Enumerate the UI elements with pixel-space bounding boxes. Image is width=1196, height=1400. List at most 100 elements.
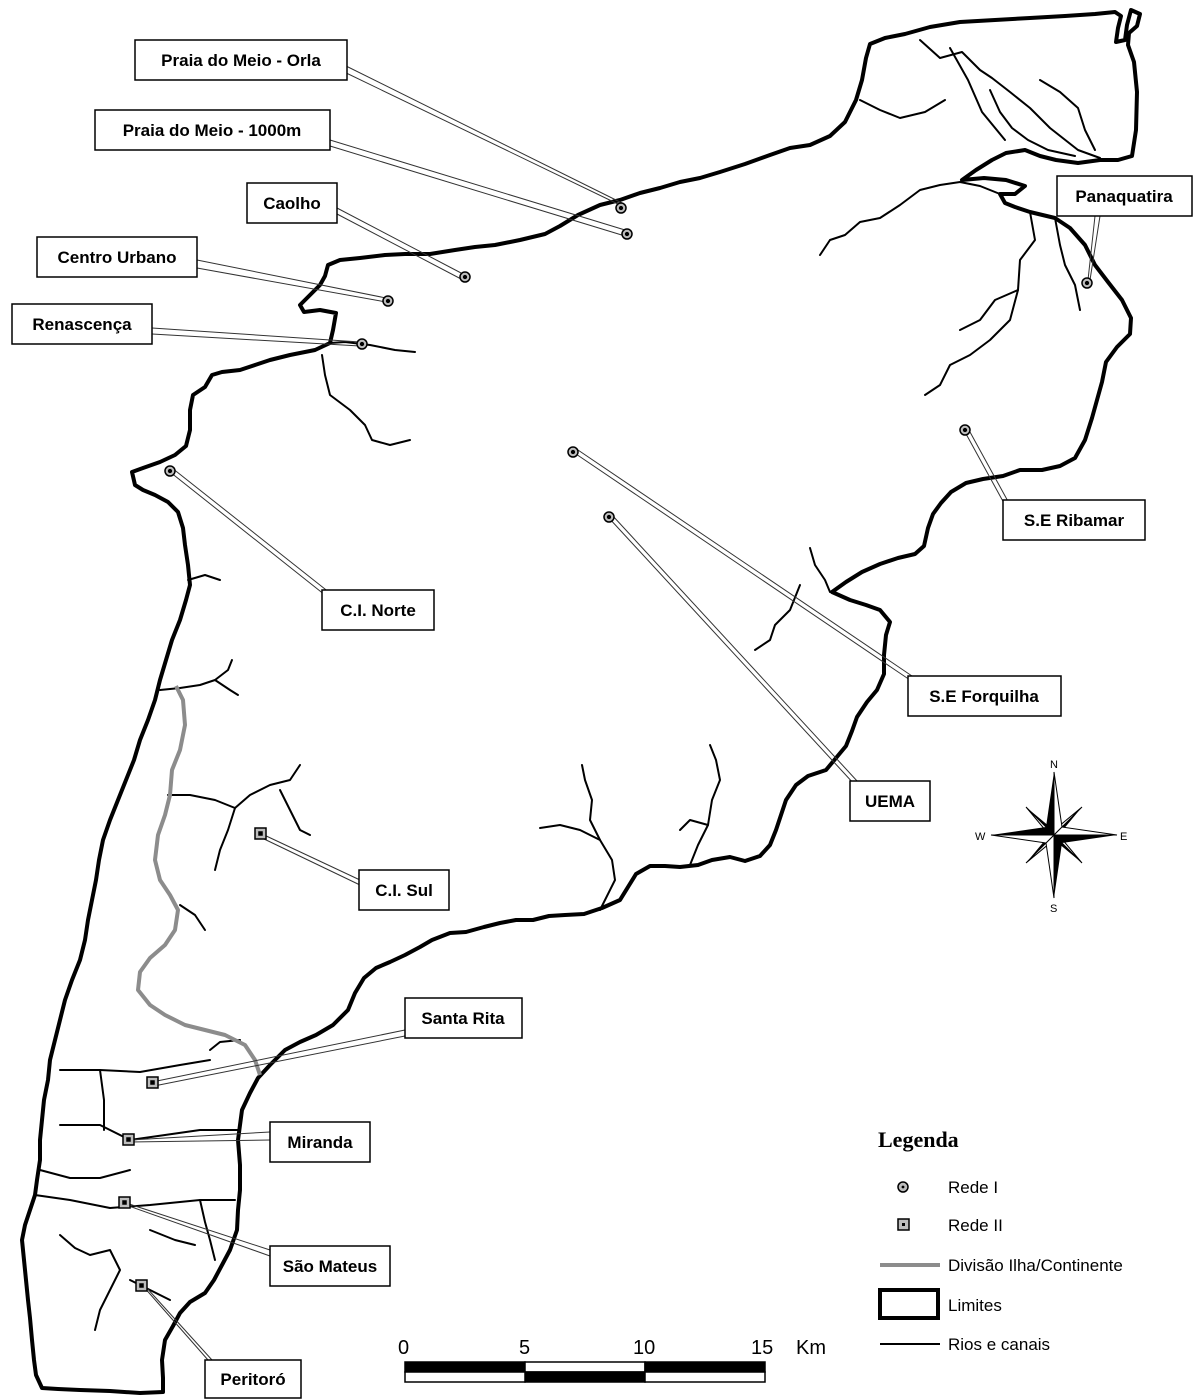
marker-praia-1000 [621,228,633,240]
rivers [34,39,1101,1331]
svg-text:Rede I: Rede I [948,1178,998,1197]
label-sao-mateus: São Mateus [269,1245,391,1287]
river-center-south-2 [539,824,601,841]
study-area-boundary [20,8,1142,1395]
marker-se-forquilha [567,446,579,458]
legend-item-limites: Limites [878,1288,1002,1320]
river-east-3 [1054,217,1081,311]
river-south-2b [39,1169,131,1179]
marker-se-ribamar [959,424,971,436]
river-northeast-3 [1039,79,1096,151]
label-praia-1000: Praia do Meio - 1000m [94,109,331,151]
station-labels: Praia do Meio - Orla Praia do Meio - 100… [11,39,1193,1399]
leader-se-forquilha [572,447,913,681]
river-east-1 [924,211,1036,396]
river-center-south-4 [679,819,709,831]
svg-text:Panaquatira: Panaquatira [1075,187,1173,206]
svg-text:Rios e canais: Rios e canais [948,1335,1050,1354]
leader-praia-1000 [329,139,626,237]
river-south-1b [99,1069,105,1131]
label-santa-rita: Santa Rita [404,997,523,1039]
svg-text:Caolho: Caolho [263,194,321,213]
legend: Legenda Rede I Rede II Divisão Ilha/Cont… [878,1127,1123,1354]
svg-text:Praia do Meio - 1000m: Praia do Meio - 1000m [123,121,302,140]
rede-i-markers [164,202,1093,523]
leader-peritoro [142,1285,213,1361]
marker-ci-norte [164,465,176,477]
label-ci-sul: C.I. Sul [358,869,450,911]
river-northwest-2 [321,354,411,446]
svg-text:C.I. Norte: C.I. Norte [340,601,416,620]
svg-text:Centro Urbano: Centro Urbano [58,248,177,267]
svg-text:Miranda: Miranda [287,1133,353,1152]
svg-text:Divisão Ilha/Continente: Divisão Ilha/Continente [948,1256,1123,1275]
label-se-ribamar: S.E Ribamar [1002,499,1146,541]
leader-praia-orla [339,63,623,206]
svg-text:Santa Rita: Santa Rita [421,1009,505,1028]
scale-unit: Km [796,1337,826,1359]
river-center-south-1 [581,764,616,911]
river-west-4 [179,904,206,931]
river-west-2b [214,807,236,871]
label-peritoro: Peritoró [204,1359,302,1399]
river-west-2 [167,764,301,809]
legend-item-rios: Rios e canais [880,1335,1050,1354]
river-south-6 [149,1229,196,1246]
marker-caolho [459,271,471,283]
marker-centro-urbano [382,295,394,307]
river-south-5 [59,1234,121,1331]
river-center-south-3 [689,744,721,866]
river-east-2 [959,289,1019,331]
label-praia-orla: Praia do Meio - Orla [134,39,348,81]
legend-item-rede-ii: Rede II [897,1216,1003,1235]
leader-renascenca [151,327,361,347]
compass-w: W [975,831,986,843]
compass-e: E [1120,831,1127,843]
leader-santa-rita [151,1029,406,1087]
marker-praia-orla [615,202,627,214]
river-south-1 [59,1059,211,1073]
label-caolho: Caolho [246,182,338,224]
leader-ci-sul [261,833,361,886]
rede-ii-markers [118,827,267,1292]
leader-se-ribamar [964,431,1011,506]
river-west-3 [187,574,221,581]
leader-sao-mateus [125,1202,271,1257]
scale-tick-15: 15 [751,1337,773,1359]
river-west-1 [159,679,239,696]
label-centro-urbano: Centro Urbano [36,236,198,278]
leader-uema [607,514,859,786]
leader-lines [125,63,1101,1361]
river-northeast-2 [989,89,1076,157]
scale-tick-5: 5 [519,1337,530,1359]
marker-uema [603,511,615,523]
river-northeast-4 [859,99,946,119]
scale-tick-10: 10 [633,1337,655,1359]
compass-s: S [1050,903,1057,915]
svg-text:Praia do Meio - Orla: Praia do Meio - Orla [161,51,321,70]
marker-santa-rita [146,1076,159,1089]
river-south-2 [59,1124,241,1141]
svg-text:UEMA: UEMA [865,792,915,811]
scale-tick-0: 0 [398,1337,409,1359]
river-se-forquilha-2 [809,547,831,593]
svg-text:Rede II: Rede II [948,1216,1003,1235]
scale-bar: 0 5 10 15 Km [398,1337,826,1383]
leader-miranda [129,1131,271,1143]
label-se-forquilha: S.E Forquilha [907,675,1062,717]
label-uema: UEMA [849,780,931,822]
river-northeast-5 [949,47,1006,141]
svg-text:Renascença: Renascença [32,315,132,334]
river-west-1b [214,659,233,681]
island-mainland-division [136,685,262,1076]
marker-peritoro [135,1279,148,1292]
legend-item-divisao: Divisão Ilha/Continente [880,1256,1123,1275]
compass-rose: N S E W [975,759,1127,915]
svg-text:São Mateus: São Mateus [283,1257,377,1276]
marker-miranda [122,1133,135,1146]
leader-centro-urbano [196,259,387,303]
marker-sao-mateus [118,1196,131,1209]
label-renascenca: Renascença [11,303,153,345]
leader-caolho [336,207,464,281]
